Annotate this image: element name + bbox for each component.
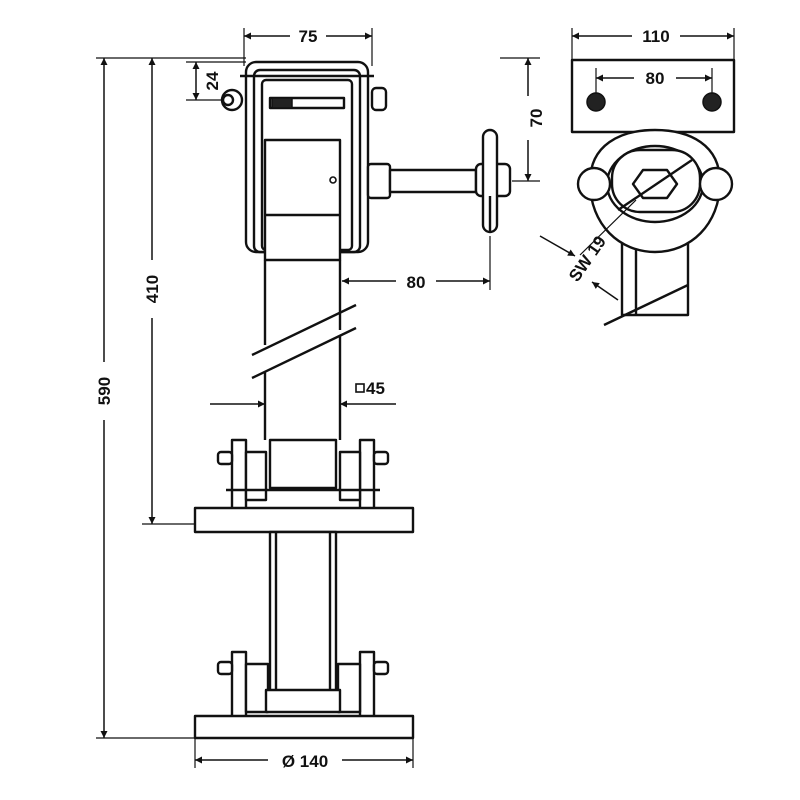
bracket-end-view xyxy=(570,58,736,327)
dim-top-height: 24 xyxy=(203,71,222,90)
dim-total-height: 590 xyxy=(95,377,114,405)
dimension-labels: 75 110 80 24 70 80 410 590 45 Ø 140 SW 1… xyxy=(95,27,670,771)
dim-inner-height: 410 xyxy=(143,275,162,303)
foot-plate xyxy=(193,650,415,740)
dim-bracket-width: 110 xyxy=(642,27,669,46)
bolt-hole-right xyxy=(702,92,722,112)
upper-flange xyxy=(193,438,415,534)
upper-tube xyxy=(251,138,357,440)
dim-crank-reach: 80 xyxy=(407,273,426,292)
bolt-hole-left xyxy=(586,92,606,112)
jack-side-view xyxy=(193,60,512,740)
dim-crank-height: 70 xyxy=(527,109,546,128)
crank-handle xyxy=(366,128,512,234)
dim-top-width: 75 xyxy=(299,27,318,46)
dim-foot-diameter: Ø 140 xyxy=(282,752,328,771)
dimension-lines xyxy=(96,28,735,768)
dim-bolt-spacing: 80 xyxy=(646,69,665,88)
lower-tube xyxy=(268,530,338,694)
dim-tube-square: 45 xyxy=(366,379,385,398)
dim-wrench-size: SW 19 xyxy=(565,232,610,285)
